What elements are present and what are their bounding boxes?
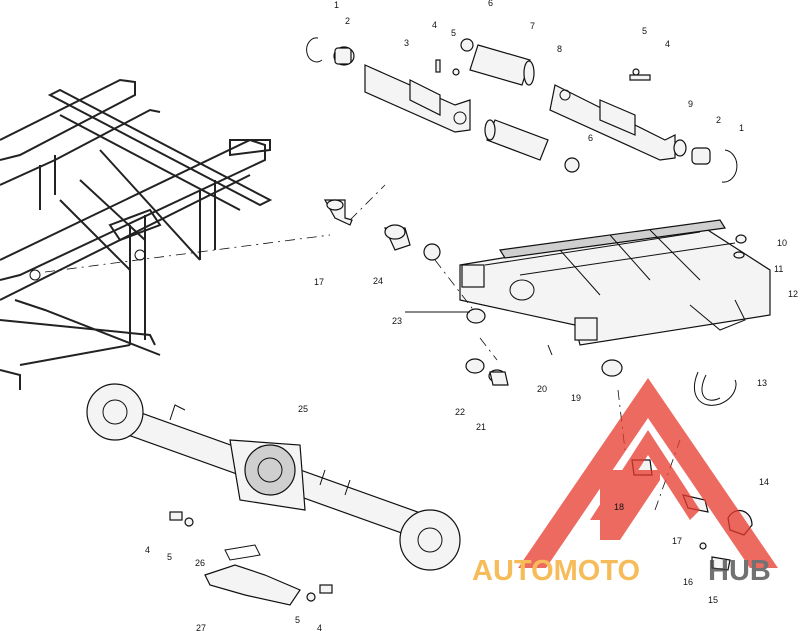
callout-14: 14 bbox=[759, 477, 769, 487]
callout-8: 8 bbox=[557, 44, 562, 54]
callout-7: 7 bbox=[530, 21, 535, 31]
callout-4-bottom-left: 4 bbox=[145, 545, 150, 555]
callout-18: 18 bbox=[614, 502, 624, 512]
rear-axle-assembly bbox=[86, 383, 461, 571]
callout-5-top-right: 5 bbox=[642, 26, 647, 36]
callout-1-right: 1 bbox=[739, 123, 744, 133]
callout-24: 24 bbox=[373, 276, 383, 286]
callout-3: 3 bbox=[404, 38, 409, 48]
callout-21: 21 bbox=[476, 422, 486, 432]
callout-6-mid: 6 bbox=[588, 133, 593, 143]
callout-17-left: 17 bbox=[314, 277, 324, 287]
callout-4-top-left: 4 bbox=[432, 20, 437, 30]
callout-2-right: 2 bbox=[716, 115, 721, 125]
pivot-shaft-assembly bbox=[306, 37, 738, 183]
watermark-triangle-mid bbox=[590, 430, 700, 520]
callout-27: 27 bbox=[196, 623, 206, 631]
callout-23: 23 bbox=[392, 316, 402, 326]
callout-20: 20 bbox=[537, 384, 547, 394]
automotohub-watermark: AUTOMOTO HUB bbox=[472, 378, 778, 587]
callout-13: 13 bbox=[757, 378, 767, 388]
callout-6-top: 6 bbox=[488, 0, 493, 8]
callout-11: 11 bbox=[774, 264, 783, 274]
callout-12: 12 bbox=[788, 289, 798, 299]
callout-16: 16 bbox=[683, 577, 693, 587]
callout-5-top-left: 5 bbox=[451, 28, 456, 38]
callout-10: 10 bbox=[777, 238, 787, 248]
watermark-text-automoto: AUTOMOTO bbox=[472, 555, 640, 587]
watermark-triangle-outer bbox=[518, 378, 778, 568]
callout-19: 19 bbox=[571, 393, 581, 403]
callout-5-bottom-left: 5 bbox=[167, 552, 172, 562]
callout-4-bottom: 4 bbox=[317, 623, 322, 631]
watermark-text-hub: HUB bbox=[708, 555, 771, 587]
callout-5-bottom: 5 bbox=[295, 615, 300, 625]
callout-17-right: 17 bbox=[672, 536, 682, 546]
callout-9: 9 bbox=[688, 99, 693, 109]
bushing-parts bbox=[323, 199, 737, 406]
callout-4-top-right: 4 bbox=[665, 39, 670, 49]
vehicle-frame bbox=[0, 78, 273, 390]
swing-arm bbox=[459, 219, 771, 346]
callout-1-top-left: 1 bbox=[334, 0, 339, 10]
callout-22: 22 bbox=[455, 407, 465, 417]
callout-25: 25 bbox=[298, 404, 308, 414]
callout-26: 26 bbox=[195, 558, 205, 568]
callout-2-top-left: 2 bbox=[345, 16, 350, 26]
callout-15: 15 bbox=[708, 595, 718, 605]
callout-labels: 1 2 3 4 5 6 7 8 5 4 9 2 1 6 10 11 12 17 … bbox=[145, 0, 798, 631]
